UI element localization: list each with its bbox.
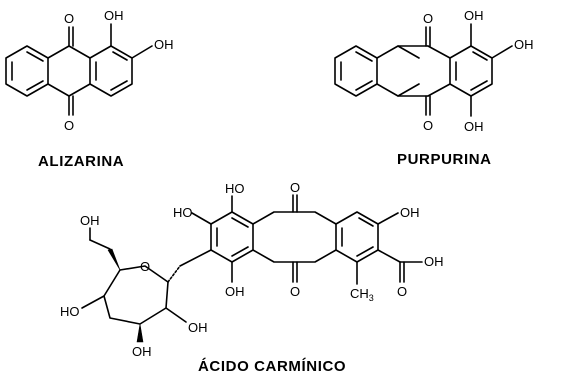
alizarin-ring-right-double-bond bbox=[112, 51, 128, 61]
carminic-hydroxyl-ring-left: HO bbox=[173, 205, 193, 220]
alizarin-hydroxyl-2: OH bbox=[154, 37, 174, 52]
carminic-ring-right-double-bond bbox=[356, 246, 374, 257]
carminic-sugar-oh-bond bbox=[165, 307, 187, 323]
purpurin-ring-right-double-bond bbox=[470, 80, 488, 91]
alizarin-oxygen-bottom: O bbox=[64, 118, 74, 133]
alizarin-caption: ALIZARINA bbox=[38, 153, 124, 170]
carminic-sugar-hydroxyl-left: HO bbox=[60, 304, 80, 319]
alizarin-ring-right-double-bond bbox=[110, 80, 128, 91]
carminic-sugar-oh-bond bbox=[81, 295, 105, 309]
carminic-carboxyl-o: O bbox=[397, 284, 407, 299]
carminic-sugar-ring-rest bbox=[103, 269, 169, 325]
carminic-sugar-hydroxyl-bottom: OH bbox=[132, 344, 152, 359]
purpurin-bond bbox=[427, 45, 451, 59]
carminic-ring-left-double-bond bbox=[231, 217, 249, 228]
carminic-carboxyl-oh: OH bbox=[424, 254, 444, 269]
purpurin-hydroxyl-2: OH bbox=[514, 37, 534, 52]
alizarin-structure: O O OH OH ALIZARINA bbox=[5, 8, 174, 170]
carminic-ring-right-double-bond bbox=[358, 217, 374, 227]
purpurin-structure: O O OH OH OH PURPURINA bbox=[334, 8, 534, 168]
alizarin-ring-left-double-bond bbox=[26, 80, 44, 91]
carminic-oxygen-top: O bbox=[290, 180, 300, 195]
purpurin-ring-left-double-bond bbox=[355, 80, 373, 91]
purpurin-hydroxyl-4: OH bbox=[464, 119, 484, 134]
purpurin-ring-right-double-bond bbox=[472, 51, 488, 61]
carminic-acid-structure: O O HO HO OH OH OH O CH3 OH O HO OH OH Á… bbox=[60, 180, 444, 375]
carminic-sugar-ring-top bbox=[119, 265, 169, 283]
carminic-sugar-ch2oh-bond bbox=[89, 239, 111, 250]
carminic-oh-bond bbox=[377, 212, 399, 225]
carminic-ring-left-double-bond bbox=[231, 246, 249, 257]
carminic-hydroxyl-right: OH bbox=[400, 205, 420, 220]
carminic-hydroxyl-ring-top: HO bbox=[225, 181, 245, 196]
carminic-ring-middle-bottom bbox=[252, 249, 337, 263]
purpurin-oh-bond bbox=[491, 45, 513, 59]
carminic-sugar-ch2oh-oh: OH bbox=[80, 213, 100, 228]
carminic-hydroxyl-ring-bottom: OH bbox=[225, 284, 245, 299]
purpurin-ring-left-double-bond bbox=[355, 51, 373, 62]
alizarin-ring-middle-bottom bbox=[47, 83, 91, 97]
carminic-oh-bond bbox=[191, 212, 212, 225]
alizarin-hydroxyl-1: OH bbox=[104, 8, 124, 23]
carminic-sugar-ring-oxygen: O bbox=[140, 259, 150, 274]
purpurin-caption: PURPURINA bbox=[397, 151, 492, 168]
carminic-cooh-bond bbox=[377, 249, 401, 263]
carminic-sugar-wedge bbox=[107, 248, 121, 271]
alizarin-ring-middle-top bbox=[47, 45, 91, 59]
purpurin-oxygen-bottom: O bbox=[423, 118, 433, 133]
carminic-glycosidic-bond bbox=[179, 249, 212, 267]
carminic-acid-caption: ÁCIDO CARMÍNICO bbox=[198, 358, 346, 375]
carminic-methyl: CH3 bbox=[350, 286, 374, 303]
carminic-sugar-wedge bbox=[136, 323, 144, 343]
carminic-sugar-hydroxyl-right: OH bbox=[188, 320, 208, 335]
alizarin-oxygen-top: O bbox=[64, 11, 74, 26]
carminic-sugar-anomeric-bond bbox=[167, 265, 181, 283]
carminic-oxygen-bottom: O bbox=[290, 284, 300, 299]
purpurin-oxygen-top: O bbox=[423, 11, 433, 26]
purpurin-ring-middle-bottom bbox=[376, 83, 420, 97]
purpurin-bond bbox=[427, 83, 451, 97]
purpurin-ring-middle-top bbox=[376, 45, 420, 59]
alizarin-ring-left-double-bond bbox=[26, 51, 44, 62]
carminic-ring-middle-top bbox=[252, 211, 337, 225]
alizarin-oh-bond bbox=[131, 45, 153, 59]
purpurin-hydroxyl-1: OH bbox=[464, 8, 484, 23]
